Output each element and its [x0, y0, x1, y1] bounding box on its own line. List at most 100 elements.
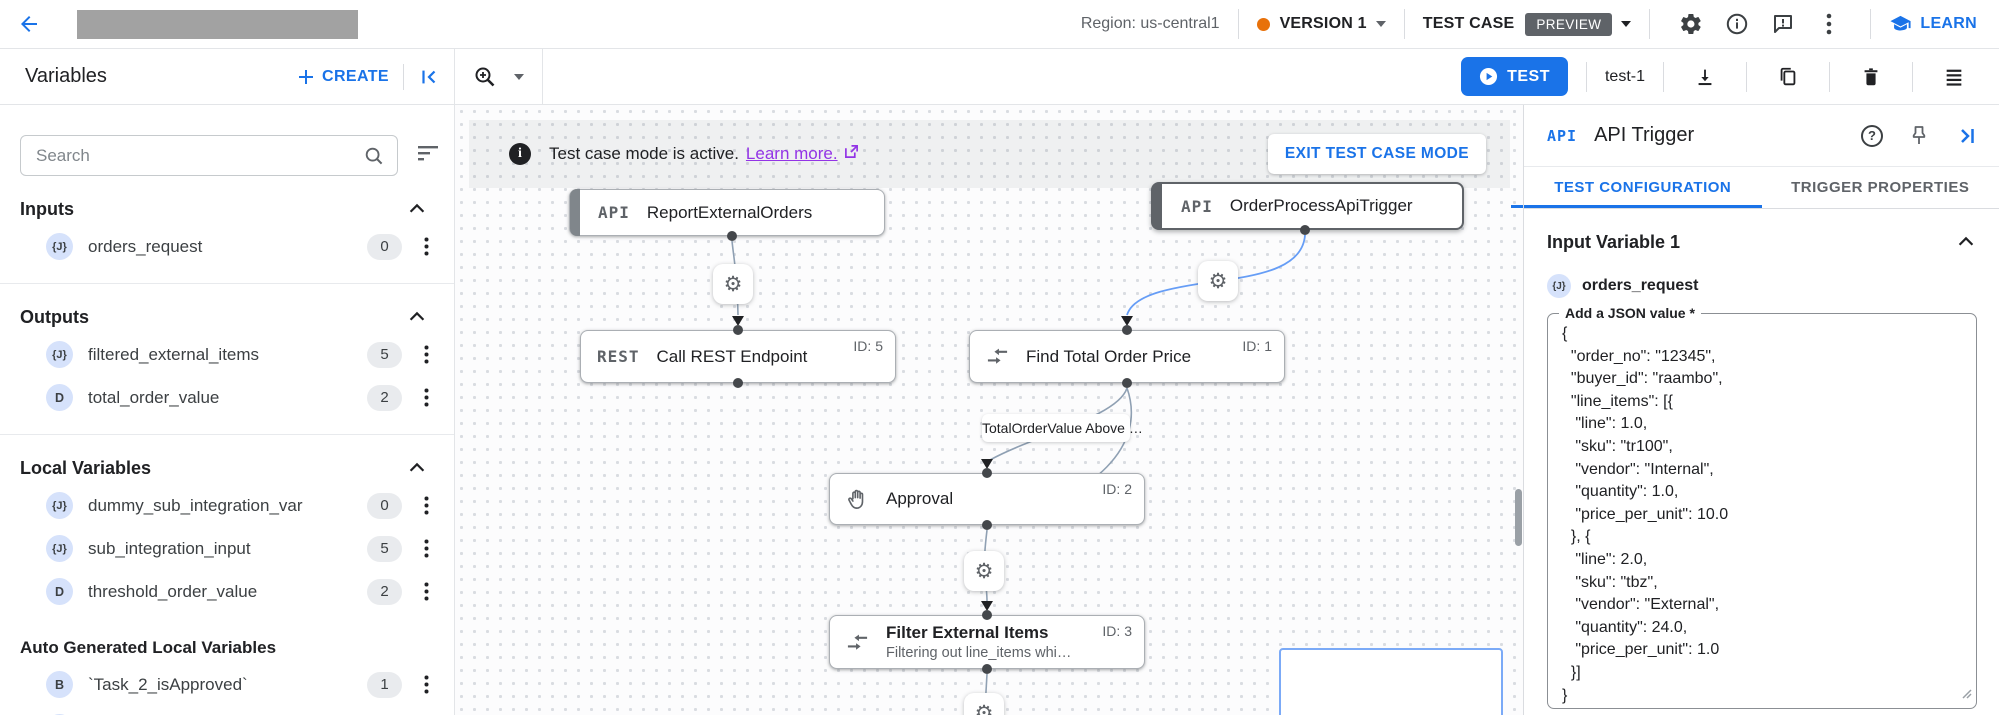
- node-find-total-order-price[interactable]: Find Total Order Price ID: 1: [969, 330, 1285, 383]
- edge-config-gear-icon[interactable]: ⚙: [1198, 261, 1238, 301]
- integration-canvas[interactable]: i Test case mode is active. Learn more. …: [455, 105, 1523, 715]
- chevron-up-icon[interactable]: [406, 198, 428, 220]
- usage-count-badge: 1: [367, 671, 402, 698]
- variable-row[interactable]: D total_order_value 2: [0, 381, 454, 414]
- row-menu-kebab-icon[interactable]: [416, 496, 436, 515]
- pin-icon[interactable]: [1909, 125, 1929, 147]
- section-header-local-variables[interactable]: Local Variables: [0, 457, 454, 479]
- copy-icon[interactable]: [1771, 60, 1805, 94]
- panel-resize-handle[interactable]: [1515, 489, 1522, 546]
- section-header-auto-generated: Auto Generated Local Variables: [20, 638, 277, 657]
- connection-port[interactable]: [982, 520, 992, 530]
- json-value-input[interactable]: { "order_no": "12345", "buyer_id": "raam…: [1548, 314, 1976, 708]
- usage-count-badge: 5: [367, 535, 402, 562]
- more-options-kebab-icon[interactable]: [1812, 7, 1846, 41]
- node-report-external-orders[interactable]: API ReportExternalOrders: [569, 189, 885, 236]
- usage-count-badge: 0: [367, 492, 402, 519]
- chevron-up-icon[interactable]: [406, 306, 428, 328]
- connection-port[interactable]: [982, 664, 992, 674]
- log-lines-icon[interactable]: [1937, 60, 1971, 94]
- test-case-label: TEST CASE: [1422, 15, 1515, 32]
- back-arrow-icon[interactable]: [14, 9, 44, 39]
- row-menu-kebab-icon[interactable]: [416, 237, 436, 256]
- filter-sort-icon[interactable]: [416, 143, 440, 168]
- variable-row[interactable]: {J} orders_request 0: [0, 230, 454, 263]
- version-dropdown[interactable]: VERSION 1: [1279, 15, 1367, 32]
- api-trigger-glyph: API: [1181, 196, 1213, 216]
- resize-handle-icon[interactable]: [1960, 686, 1972, 704]
- panel-tabs: TEST CONFIGURATION TRIGGER PROPERTIES: [1524, 166, 1999, 209]
- row-menu-kebab-icon[interactable]: [416, 388, 436, 407]
- edge-condition-label[interactable]: TotalOrderValue Above …: [982, 414, 1143, 442]
- help-icon[interactable]: ?: [1861, 124, 1883, 147]
- variable-row[interactable]: {J} filtered_external_items 5: [0, 338, 454, 371]
- panel-title: API Trigger: [1594, 124, 1695, 146]
- connection-port[interactable]: [1122, 325, 1132, 335]
- search-input[interactable]: [21, 136, 397, 175]
- test-case-name[interactable]: test-1: [1604, 67, 1645, 85]
- node-filter-external-items[interactable]: Filter External Items Filtering out line…: [829, 615, 1145, 669]
- variable-row[interactable]: {J} dummy_sub_integration_var 0: [0, 489, 454, 522]
- create-variable-button[interactable]: CREATE: [297, 68, 389, 86]
- variable-row[interactable]: {J} `Task_4_loopMetadata` 1: [0, 711, 454, 715]
- variable-row[interactable]: D threshold_order_value 2: [0, 575, 454, 608]
- info-icon[interactable]: [1720, 7, 1754, 41]
- node-approval[interactable]: Approval ID: 2: [829, 473, 1145, 525]
- toolbar: Variables CREATE TEST test-1: [0, 48, 1999, 105]
- node-order-process-api-trigger[interactable]: API OrderProcessApiTrigger: [1151, 182, 1464, 230]
- edge-config-gear-icon[interactable]: ⚙: [964, 551, 1004, 591]
- learn-link[interactable]: LEARN: [1889, 13, 1977, 36]
- connection-port[interactable]: [982, 610, 992, 620]
- chevron-down-icon[interactable]: [1621, 21, 1632, 27]
- api-trigger-config-panel: API API Trigger ? TEST CONFIGURATION TRI…: [1523, 105, 1999, 715]
- row-menu-kebab-icon[interactable]: [416, 345, 436, 364]
- section-header-inputs[interactable]: Inputs: [0, 198, 454, 220]
- variable-row[interactable]: {J} sub_integration_input 5: [0, 532, 454, 565]
- divider: [0, 434, 454, 435]
- section-header-outputs[interactable]: Outputs: [0, 306, 454, 328]
- data-mapping-icon: [847, 634, 868, 650]
- page-title: Variables: [25, 65, 107, 87]
- feedback-icon[interactable]: [1766, 7, 1800, 41]
- variable-row[interactable]: B `Task_2_isApproved` 1: [0, 668, 454, 701]
- zoom-control-dropdown[interactable]: [455, 49, 543, 104]
- connection-port[interactable]: [982, 468, 992, 478]
- node-call-rest-endpoint[interactable]: REST Call REST Endpoint ID: 5: [580, 330, 896, 383]
- edge-config-gear-icon[interactable]: ⚙: [713, 264, 753, 304]
- preview-badge[interactable]: PREVIEW: [1525, 12, 1613, 36]
- delete-trash-icon[interactable]: [1854, 60, 1888, 94]
- row-menu-kebab-icon[interactable]: [416, 582, 436, 601]
- connection-port[interactable]: [733, 325, 743, 335]
- connection-port[interactable]: [1300, 225, 1310, 235]
- chevron-up-icon[interactable]: [406, 457, 428, 479]
- integration-title-redacted: [77, 9, 358, 39]
- region-label: Region: us-central1: [1080, 15, 1220, 32]
- double-type-badge: D: [46, 578, 73, 605]
- chevron-down-icon[interactable]: [1375, 21, 1386, 27]
- task-id-label: ID: 2: [1102, 481, 1132, 497]
- edge-config-gear-icon[interactable]: ⚙: [964, 693, 1004, 715]
- collapse-panel-right-icon[interactable]: [1955, 124, 1979, 148]
- play-icon: [1480, 67, 1498, 86]
- tab-test-configuration[interactable]: TEST CONFIGURATION: [1524, 167, 1762, 208]
- selection-box[interactable]: [1279, 648, 1503, 715]
- download-icon[interactable]: [1688, 60, 1722, 94]
- connection-port[interactable]: [727, 231, 737, 241]
- chevron-up-icon[interactable]: [1955, 231, 1977, 253]
- row-menu-kebab-icon[interactable]: [416, 675, 436, 694]
- double-type-badge: D: [46, 384, 73, 411]
- exit-test-case-mode-button[interactable]: EXIT TEST CASE MODE: [1267, 134, 1486, 174]
- tab-trigger-properties[interactable]: TRIGGER PROPERTIES: [1791, 179, 1970, 196]
- connection-port[interactable]: [1122, 378, 1132, 388]
- test-button[interactable]: TEST: [1461, 57, 1568, 96]
- json-type-badge: {J}: [1547, 274, 1571, 298]
- graduation-cap-icon: [1890, 15, 1911, 30]
- learn-more-link[interactable]: Learn more.: [745, 144, 838, 163]
- settings-gear-icon[interactable]: [1674, 7, 1708, 41]
- selected-edge-stub: [1511, 205, 1523, 208]
- collapse-panel-icon[interactable]: [418, 66, 440, 88]
- test-mode-banner: i Test case mode is active. Learn more. …: [469, 120, 1510, 188]
- json-type-badge: {J}: [46, 492, 73, 519]
- row-menu-kebab-icon[interactable]: [416, 539, 436, 558]
- connection-port[interactable]: [733, 378, 743, 388]
